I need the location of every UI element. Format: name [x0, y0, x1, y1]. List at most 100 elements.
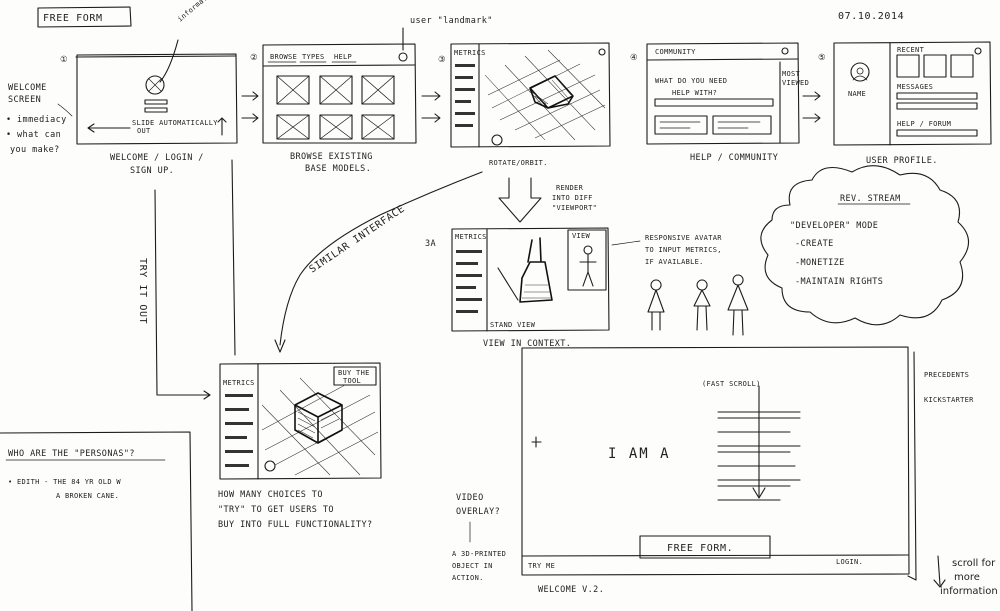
try-it-out-label: TRY IT OUT — [137, 258, 148, 324]
metrics-label: METRICS — [454, 49, 486, 57]
user-callout-text: user "landmark" — [410, 16, 493, 26]
video-note-4: OBJECT IN — [452, 562, 493, 570]
base-model-thumbnail[interactable] — [276, 75, 310, 105]
most-viewed-label-2: VIEWED — [782, 79, 809, 87]
community-card[interactable] — [654, 115, 708, 135]
try-3d-cube[interactable] — [294, 392, 343, 444]
recent-item[interactable] — [923, 54, 947, 78]
metrics-sliders-3a[interactable] — [456, 250, 482, 313]
community-card[interactable] — [712, 115, 772, 135]
rotate-control-icon[interactable] — [491, 134, 503, 146]
free-form-button[interactable] — [639, 535, 771, 559]
try-caption-3: BUY INTO FULL FUNCTIONALITY? — [218, 520, 373, 530]
arrow-icon — [241, 113, 259, 123]
welcome-v2-caption: WELCOME V.2. — [538, 585, 604, 595]
hero-headline: I AM A — [608, 446, 671, 462]
help-forum-label: HELP / FORUM — [897, 120, 951, 128]
arrow-icon — [421, 91, 441, 101]
3d-model-shape[interactable] — [529, 75, 574, 109]
base-model-thumbnail[interactable] — [361, 114, 395, 140]
sketch-date: 07.10.2014 — [838, 11, 904, 22]
arrow-icon — [802, 113, 821, 123]
scroll-note-2: more — [954, 572, 980, 583]
messages-label: MESSAGES — [897, 83, 933, 91]
arrow-icon — [241, 91, 259, 101]
render-note-2: INTO DIFF — [552, 194, 593, 202]
frame-welcome-v2: (FAST SCROLL) I AM A TRY ME FREE FORM. L… — [521, 346, 998, 597]
user-avatar-icon[interactable] — [974, 47, 982, 55]
free-form-button-label: FREE FORM. — [667, 543, 733, 554]
rev-stream-line-4: -MAINTAIN RIGHTS — [795, 277, 883, 287]
rotate-control-icon[interactable] — [264, 460, 276, 472]
video-note-3: A 3D-PRINTED — [452, 550, 506, 558]
try-caption-2: "TRY" TO GET USERS TO — [218, 505, 334, 515]
profile-avatar-icon[interactable] — [850, 62, 870, 82]
frame-1-caption-1: WELCOME / LOGIN / — [110, 153, 204, 163]
avatar-note-2: TO INPUT METRICS, — [645, 246, 722, 254]
profile-name-label: NAME — [848, 90, 866, 98]
slide-text-1: SLIDE AUTOMATICALLY — [132, 119, 218, 127]
frame-2-caption-2: BASE MODELS. — [305, 164, 371, 174]
user-avatar-icon[interactable] — [398, 52, 408, 62]
info-callout-line — [159, 39, 179, 83]
avatar-figure-icon — [693, 279, 711, 331]
scroll-down-arrow-icon — [933, 555, 946, 588]
note-welcome-line-1: WELCOME — [8, 83, 47, 93]
login-field[interactable] — [144, 99, 168, 105]
base-model-thumbnail[interactable] — [319, 114, 353, 140]
personas-note: WHO ARE THE "PERSONAS"? • EDITH - THE 84… — [0, 431, 193, 611]
try-metrics-label: METRICS — [223, 379, 255, 387]
personas-line-2: A BROKEN CANE. — [56, 492, 119, 500]
tab-help[interactable]: HELP — [334, 53, 352, 61]
try-it-out-connector — [154, 189, 211, 396]
frame-5-number: ⑤ — [818, 53, 826, 63]
recent-item[interactable] — [896, 54, 920, 78]
community-search-input[interactable] — [654, 98, 774, 107]
personas-title: WHO ARE THE "PERSONAS"? — [8, 449, 135, 459]
try-metrics-sliders[interactable] — [225, 394, 253, 467]
tab-types[interactable]: TYPES — [302, 53, 325, 61]
frame-view-in-context: 3A METRICS VIEW STAND VIEW VIEW IN CONTE… — [425, 227, 749, 349]
video-note-2: OVERLAY? — [456, 507, 500, 517]
frame-2-number: ② — [250, 53, 258, 63]
scroll-indicator[interactable] — [907, 351, 917, 581]
password-field[interactable] — [144, 107, 168, 113]
view-label: VIEW — [572, 232, 591, 240]
personas-line-1: • EDITH - THE 84 YR OLD W — [8, 478, 121, 486]
try-caption-1: HOW MANY CHOICES TO — [218, 490, 323, 500]
base-model-thumbnail[interactable] — [276, 114, 310, 140]
frame-5-caption: USER PROFILE. — [866, 156, 938, 166]
recent-label: RECENT — [897, 46, 925, 54]
tab-browse[interactable]: BROWSE — [270, 53, 297, 61]
metrics-sliders[interactable] — [455, 64, 475, 127]
buy-tool-button[interactable] — [333, 366, 377, 386]
base-model-thumbnail[interactable] — [319, 75, 353, 105]
title-box: FREE FORM — [37, 6, 132, 28]
frame-rotate-orbit: ③ METRICS ROTATE/ORBIT. — [438, 42, 611, 167]
scroll-note-3: information — [940, 586, 998, 597]
community-question-2: HELP WITH? — [672, 89, 717, 97]
frame-1-caption-2: SIGN UP. — [130, 166, 174, 176]
user-avatar-icon[interactable] — [781, 47, 789, 55]
context-model-figure — [519, 237, 553, 303]
rev-stream-title: REV. STREAM — [840, 194, 901, 204]
note-welcome-line-2: SCREEN — [8, 95, 41, 105]
avatar-viewport[interactable] — [567, 229, 607, 291]
login-link[interactable]: LOGIN. — [836, 558, 863, 566]
try-me-link[interactable]: TRY ME — [528, 562, 555, 570]
logo-placeholder-icon — [145, 75, 165, 95]
help-forum-row[interactable] — [896, 129, 978, 137]
community-header-label: COMMUNITY — [655, 48, 696, 56]
base-model-thumbnail[interactable] — [361, 75, 395, 105]
rotating-word-list — [717, 411, 801, 501]
recent-item[interactable] — [950, 54, 974, 78]
grid-floor — [484, 49, 606, 141]
arrow-icon — [802, 91, 821, 101]
user-avatar-icon[interactable] — [598, 48, 606, 56]
render-note-3: "VIEWPORT" — [552, 204, 597, 212]
most-viewed-label-1: MOST — [782, 70, 801, 78]
message-row[interactable] — [896, 92, 978, 100]
message-row[interactable] — [896, 102, 978, 110]
